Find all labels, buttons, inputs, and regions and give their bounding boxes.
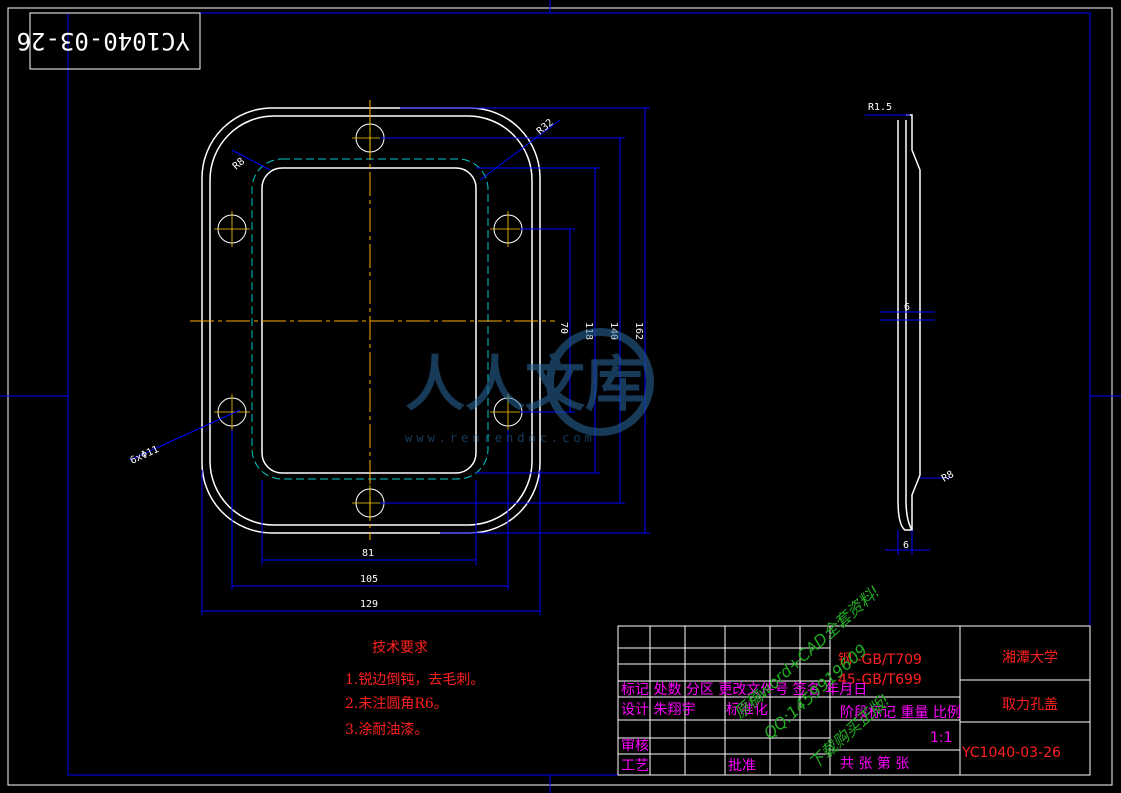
tech-req-title: 技术要求 xyxy=(372,640,428,656)
side-dim-bottom-6: 6 xyxy=(903,540,909,551)
school-name: 湘潭大学 xyxy=(1002,649,1058,666)
drawing-number: YC1040-03-26 xyxy=(961,745,1061,761)
row-labels: 标记 处数 分区 更改文件号 签名 年月日 xyxy=(621,681,867,698)
dim-81: 81 xyxy=(362,548,374,559)
tech-req-item-2: 2.未注圆角R6。 xyxy=(345,696,448,712)
front-view xyxy=(190,100,555,540)
scale: 1:1 xyxy=(930,730,953,746)
tech-req-item-3: 3.涂耐油漆。 xyxy=(345,722,428,738)
dim-r8: R8 xyxy=(231,156,247,172)
process: 工艺 xyxy=(621,758,649,774)
inner-frame xyxy=(67,12,1091,776)
design: 设计 朱翔宇 xyxy=(621,702,695,718)
sheets: 共 张 第 张 xyxy=(840,755,909,772)
dim-162: 162 xyxy=(633,322,644,340)
material-2: 45-GB/T699 xyxy=(838,672,922,688)
dimension-lines xyxy=(129,107,650,615)
watermark: 人人文库 www.renrendoc.com xyxy=(405,328,654,445)
tech-req-item-1: 1.锐边倒钝，去毛刺。 xyxy=(345,672,484,688)
drawing-number-box xyxy=(29,12,201,70)
dim-129: 129 xyxy=(360,599,378,610)
side-dim-r8: R8 xyxy=(940,469,956,485)
drawing-number-top: YC1040-03-26 xyxy=(17,27,190,55)
review: 审核 xyxy=(621,738,649,754)
dim-r32: R32 xyxy=(535,117,556,137)
title-block xyxy=(617,625,1091,776)
standardize: 标准化 xyxy=(726,702,768,718)
watermark-url: www.renrendoc.com xyxy=(405,431,596,445)
dim-105: 105 xyxy=(360,574,378,585)
dim-holes: 6xΦ11 xyxy=(129,444,161,467)
side-view: R1.5 6 R8 6 xyxy=(865,102,956,555)
watermark-main: 人人文库 xyxy=(405,350,645,420)
side-dim-r15: R1.5 xyxy=(868,102,892,113)
title-block-text: 钢 -GB/T709 45-GB/T699 湘潭大学 取力孔盖 YC1040-0… xyxy=(621,649,1061,774)
technical-requirements: 技术要求 1.锐边倒钝，去毛刺。 2.未注圆角R6。 3.涂耐油漆。 xyxy=(345,640,484,738)
dim-70: 70 xyxy=(558,322,569,334)
stage-label: 阶段标记 重量 比例 xyxy=(840,705,961,721)
approve: 批准 xyxy=(728,758,756,774)
material-1: 钢 -GB/T709 xyxy=(838,652,922,668)
side-dim-6: 6 xyxy=(904,302,910,313)
part-name: 取力孔盖 xyxy=(1002,697,1058,713)
